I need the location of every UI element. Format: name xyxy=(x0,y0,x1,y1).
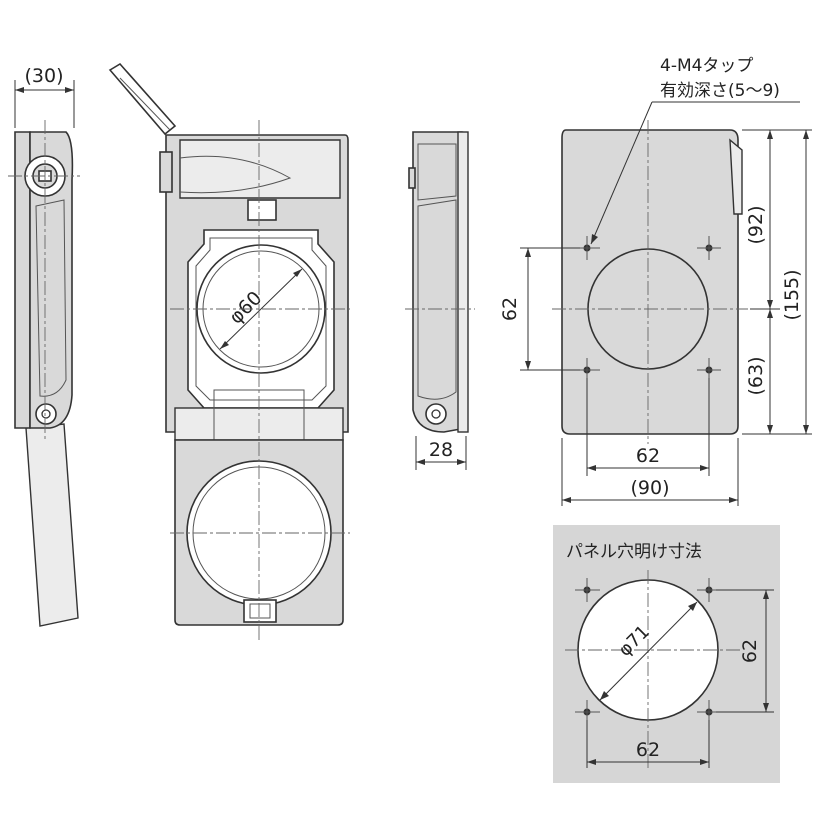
panel-pitch-horizontal-label: 62 xyxy=(636,739,660,761)
hole-pitch-horizontal-label: 62 xyxy=(636,445,660,467)
side-depth-label: (30) xyxy=(24,65,63,87)
open-flap xyxy=(108,62,177,136)
total-width-label: (90) xyxy=(630,477,669,499)
bottom-latch xyxy=(243,599,277,623)
tap-spec-line2: 有効深さ(5～9) xyxy=(660,81,780,101)
hole-pitch-vertical-label: 62 xyxy=(499,297,521,321)
lower-height-label: (63) xyxy=(745,356,767,395)
right-hinge-pin-icon xyxy=(425,403,447,425)
upper-height-label: (92) xyxy=(745,205,767,244)
right-side-flange xyxy=(457,131,469,433)
side-recess xyxy=(35,199,67,397)
top-latch xyxy=(247,199,277,221)
rear-lock-tab xyxy=(729,138,743,215)
open-cover-side xyxy=(25,423,79,627)
lock-cover xyxy=(179,139,341,199)
right-side-recess xyxy=(417,199,457,400)
rear-view: 4-M4タップ 有効深さ(5～9) 62 62 (90) (92) xyxy=(499,56,812,506)
front-view: φ60 xyxy=(108,62,350,640)
panel-cutout-view: パネル穴明け寸法 φ71 62 62 xyxy=(553,525,780,783)
hinge-pin-icon xyxy=(35,403,57,425)
panel-pitch-vertical-label: 62 xyxy=(739,639,761,663)
right-side-view: 28 xyxy=(405,131,475,470)
back-depth-label: 28 xyxy=(429,439,453,461)
side-body xyxy=(29,131,74,429)
left-side-view: (30) xyxy=(8,65,80,627)
panel-title: パネル穴明け寸法 xyxy=(566,542,702,562)
tap-spec-line1: 4-M4タップ xyxy=(660,56,753,76)
total-height-label: (155) xyxy=(781,269,803,320)
